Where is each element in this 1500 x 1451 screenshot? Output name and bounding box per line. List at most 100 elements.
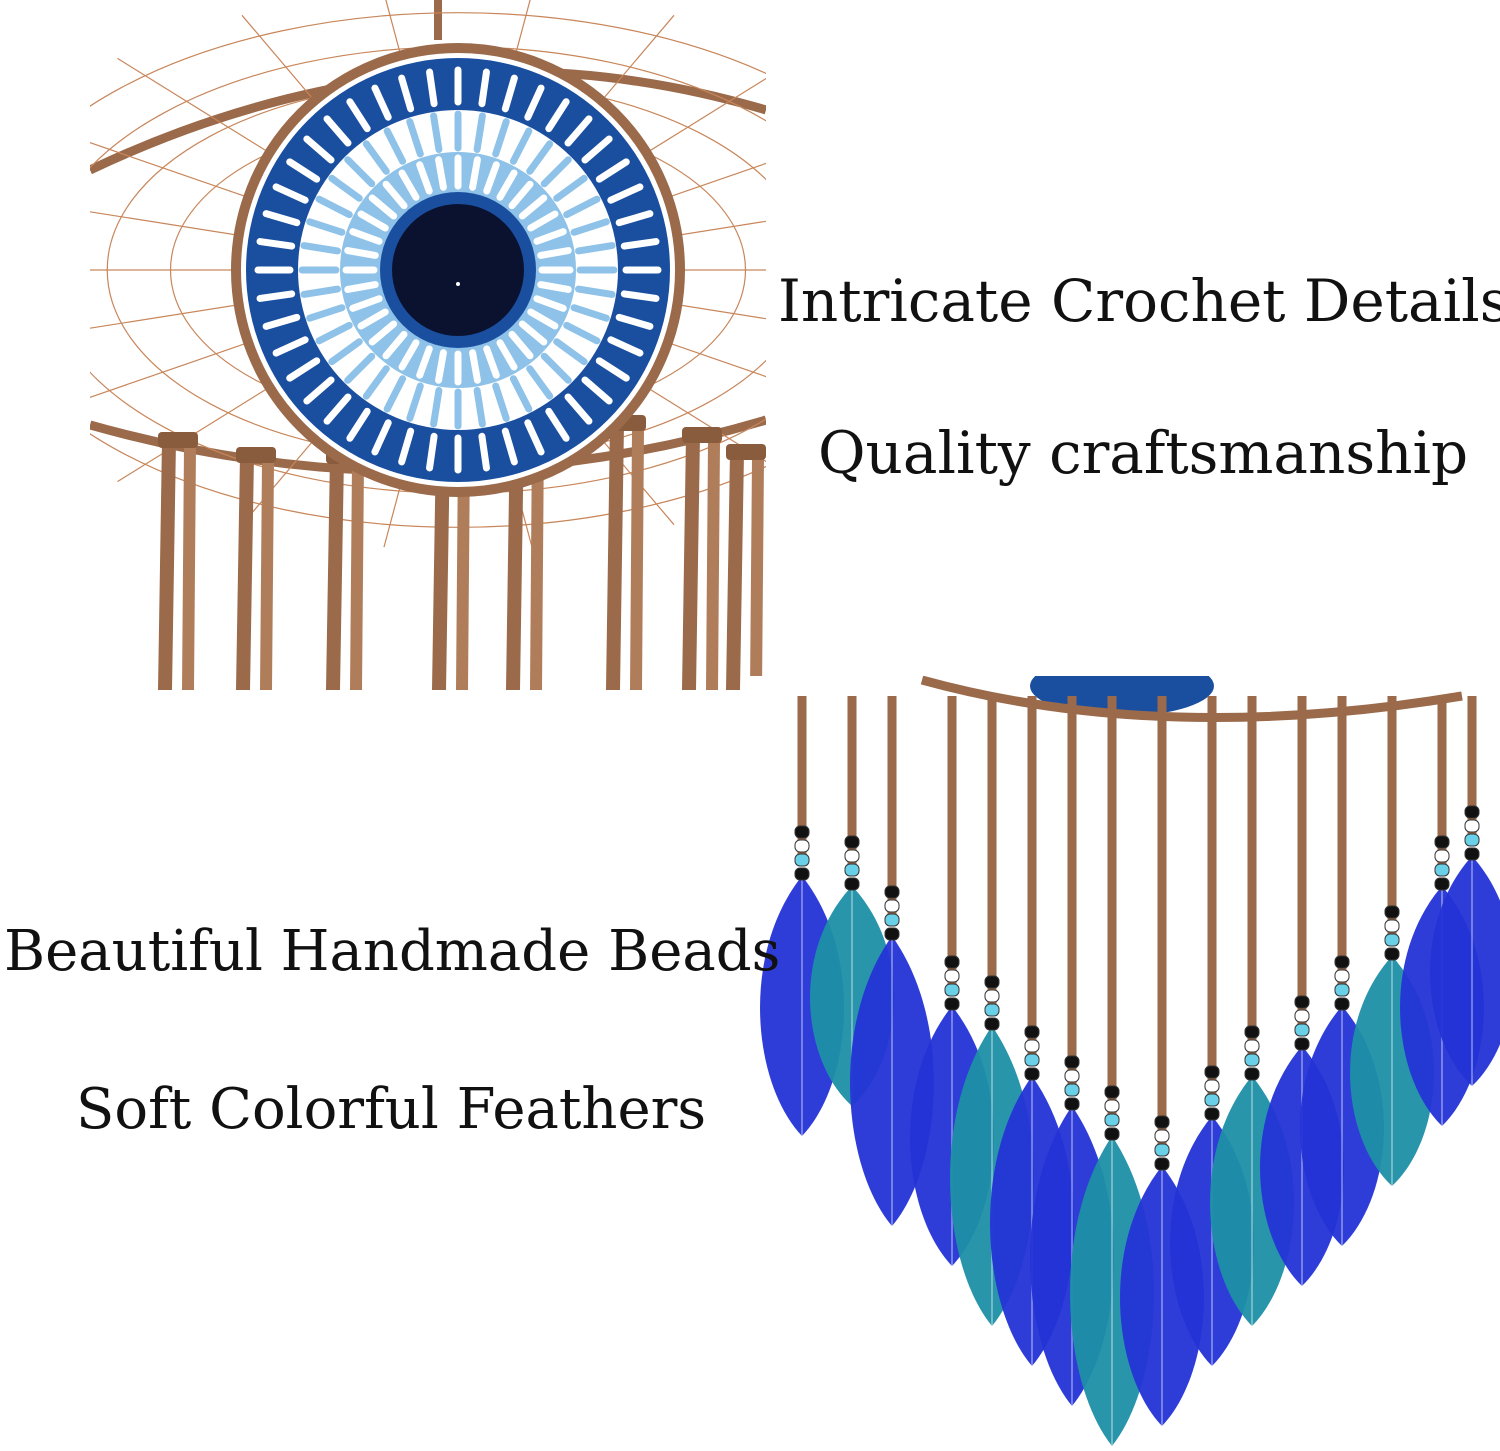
bead <box>1464 805 1480 819</box>
bead <box>1154 1115 1170 1129</box>
stitch <box>383 127 407 165</box>
bead <box>794 867 810 881</box>
bead <box>1024 1025 1040 1039</box>
stitch <box>615 210 654 227</box>
fringe-strip <box>750 458 764 690</box>
stitch <box>574 242 616 255</box>
stitch <box>371 419 392 456</box>
bead <box>944 955 960 969</box>
bead <box>1154 1129 1170 1143</box>
stitch <box>563 321 601 345</box>
stitch <box>398 339 420 371</box>
stitch <box>483 345 500 379</box>
stitch <box>328 338 363 366</box>
stitch <box>483 161 500 195</box>
stitch <box>286 357 321 382</box>
bead <box>944 983 960 997</box>
stitch <box>492 118 510 158</box>
stitch <box>553 174 588 202</box>
bead <box>1024 1067 1040 1081</box>
bead <box>844 849 860 863</box>
stitch <box>570 304 610 322</box>
fringe-strip <box>726 452 744 690</box>
stitch <box>323 393 352 425</box>
stitch <box>426 68 438 108</box>
evil-eye-dreamcatcher-image <box>90 0 766 690</box>
stitch <box>518 320 548 346</box>
stitch <box>469 156 481 191</box>
fringe-knot <box>726 444 766 460</box>
stitch <box>526 140 554 175</box>
stitch <box>346 407 371 442</box>
fringe-strip <box>236 455 254 690</box>
stitch <box>303 376 335 405</box>
pupil-highlight <box>456 282 460 286</box>
feathers-beads-image <box>760 676 1500 1446</box>
stitch <box>398 74 415 113</box>
stitch <box>346 98 371 133</box>
bead <box>1464 847 1480 861</box>
stitch <box>508 180 534 210</box>
bead <box>1434 835 1450 849</box>
stitch <box>508 330 534 360</box>
bead <box>1464 833 1480 847</box>
stitch <box>262 313 301 330</box>
bead <box>884 927 900 941</box>
stitch <box>527 210 559 232</box>
stitch <box>300 285 342 298</box>
crochet-pupil <box>392 204 524 336</box>
bead <box>1334 983 1350 997</box>
bead <box>1384 933 1400 947</box>
stitch <box>406 118 424 158</box>
crochet-light-blue-stitches <box>342 154 574 386</box>
caption-colorful-feathers: Soft Colorful Feathers <box>76 1077 707 1142</box>
stitch <box>303 135 335 164</box>
stitch <box>563 195 601 219</box>
fringe-knot <box>158 432 198 448</box>
stitch <box>496 169 518 201</box>
caption-handmade-beads: Beautiful Handmade Beads <box>4 919 781 984</box>
stitch <box>545 407 570 442</box>
stitch <box>349 295 383 312</box>
stitch <box>435 156 447 191</box>
bead <box>1294 1037 1310 1051</box>
stitch <box>406 382 424 422</box>
bead <box>1104 1099 1120 1113</box>
stitch <box>315 195 353 219</box>
stitch <box>357 308 389 330</box>
fringe-strip <box>456 449 470 690</box>
stitch <box>553 338 588 366</box>
crochet-detail-image <box>90 0 766 690</box>
bead <box>1154 1143 1170 1157</box>
stitch <box>383 375 407 413</box>
bead <box>1204 1079 1220 1093</box>
bead <box>984 975 1000 989</box>
feather <box>1430 856 1500 1086</box>
bead <box>1204 1093 1220 1107</box>
crochet-white-stitches <box>298 110 618 430</box>
stitch <box>357 210 389 232</box>
bead <box>1294 1023 1310 1037</box>
bead <box>1434 863 1450 877</box>
feathers <box>760 856 1500 1446</box>
bead <box>844 863 860 877</box>
fringe-strip <box>158 440 176 690</box>
stitch <box>581 135 613 164</box>
fringe-strip <box>260 461 274 690</box>
stitch <box>426 432 438 472</box>
caption-crochet-details: Intricate Crochet Details <box>778 267 1500 335</box>
bead <box>1064 1083 1080 1097</box>
stitch <box>382 180 408 210</box>
stitch <box>581 376 613 405</box>
stitch <box>300 242 342 255</box>
stitch <box>306 304 346 322</box>
bead <box>844 835 860 849</box>
stitch <box>344 352 376 384</box>
bead <box>794 825 810 839</box>
bead <box>1294 1009 1310 1023</box>
bead <box>1104 1113 1120 1127</box>
stitch <box>286 158 321 183</box>
stitch <box>478 432 490 472</box>
stitch <box>478 68 490 108</box>
bead <box>794 853 810 867</box>
